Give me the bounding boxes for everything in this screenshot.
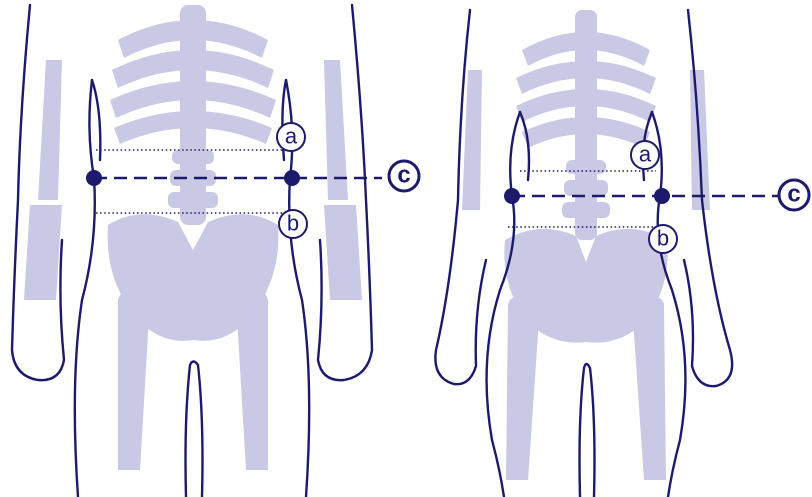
female-waist-point-right (654, 188, 670, 204)
male-figure: a b c (12, 5, 419, 497)
female-marker-c: c (779, 180, 809, 210)
female-marker-c-label: c (787, 181, 800, 208)
female-marker-a-label: a (639, 142, 652, 167)
male-marker-b: b (279, 210, 307, 238)
male-marker-c-label: c (397, 162, 410, 189)
male-waist-point-right (284, 170, 300, 186)
female-marker-b: b (649, 225, 677, 253)
female-waist-point-left (504, 188, 520, 204)
male-waist-point-left (86, 170, 102, 186)
female-marker-a: a (631, 141, 659, 169)
female-marker-b-label: b (657, 226, 669, 251)
male-marker-b-label: b (287, 211, 299, 236)
male-marker-c: c (389, 161, 419, 191)
male-marker-a-label: a (285, 124, 298, 149)
female-figure: a b c (435, 10, 809, 497)
female-measurement-lines (504, 171, 778, 227)
male-marker-a: a (277, 123, 305, 151)
